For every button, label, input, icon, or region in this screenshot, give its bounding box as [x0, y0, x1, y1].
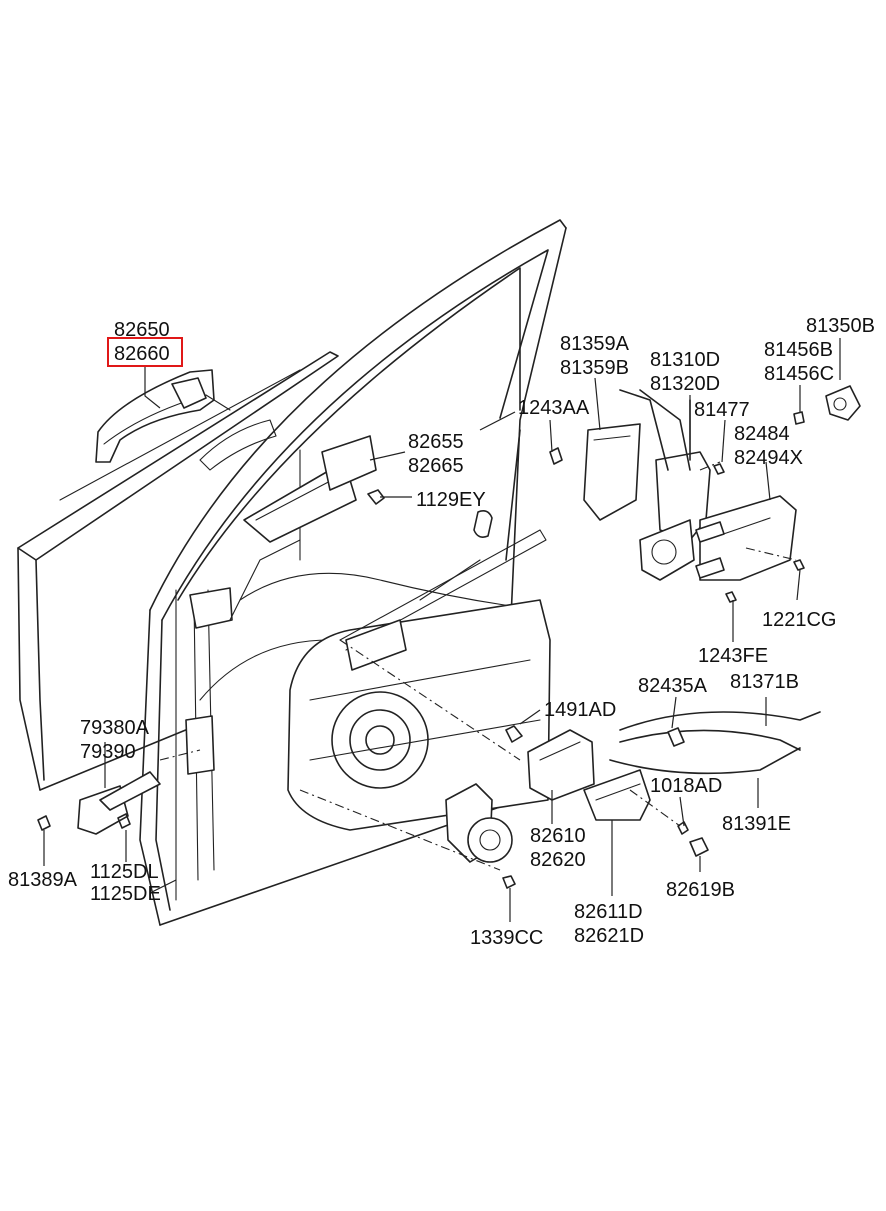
label-81359A[interactable]: 81359A — [560, 333, 630, 355]
label-81350B[interactable]: 81350B — [806, 315, 875, 337]
label-1491AD[interactable]: 1491AD — [544, 699, 616, 721]
label-82655[interactable]: 82655 — [408, 431, 464, 453]
label-1243FE[interactable]: 1243FE — [698, 645, 768, 667]
label-79390[interactable]: 79390 — [80, 741, 136, 763]
label-81389A[interactable]: 81389A — [8, 869, 78, 891]
part-labels: 82650 82660 82655 82665 1129EY 1243AA 81… — [8, 315, 875, 949]
label-1125DL[interactable]: 1125DL — [90, 861, 159, 883]
latch-cover — [549, 423, 641, 521]
label-82435A[interactable]: 82435A — [638, 675, 708, 697]
regulator-motor — [445, 783, 516, 889]
striker — [793, 385, 861, 425]
label-1243AA[interactable]: 1243AA — [518, 397, 590, 419]
door-frame — [17, 219, 567, 926]
label-81359B[interactable]: 81359B — [560, 357, 629, 379]
window-regulator — [287, 529, 551, 831]
label-82484[interactable]: 82484 — [734, 423, 790, 445]
door-checker — [37, 771, 161, 835]
label-82610[interactable]: 82610 — [530, 825, 586, 847]
lock-bracket — [695, 463, 805, 603]
label-82650[interactable]: 82650 — [114, 319, 170, 341]
cables — [609, 711, 821, 775]
label-1221CG[interactable]: 1221CG — [762, 609, 837, 631]
inside-handle — [505, 725, 709, 857]
handle-bracket — [199, 419, 385, 543]
label-82611D[interactable]: 82611D — [574, 901, 643, 923]
label-82619B[interactable]: 82619B — [666, 879, 735, 901]
label-1129EY[interactable]: 1129EY — [416, 489, 486, 511]
door-latch — [619, 389, 711, 581]
label-81391E[interactable]: 81391E — [722, 813, 791, 835]
label-79380A[interactable]: 79380A — [80, 717, 150, 739]
label-82494X[interactable]: 82494X — [734, 447, 803, 469]
label-81371B[interactable]: 81371B — [730, 671, 799, 693]
label-82620[interactable]: 82620 — [530, 849, 586, 871]
label-82665[interactable]: 82665 — [408, 455, 464, 477]
outside-handle — [95, 369, 231, 463]
label-1018AD[interactable]: 1018AD — [650, 775, 722, 797]
label-81477[interactable]: 81477 — [694, 399, 750, 421]
label-82621D[interactable]: 82621D — [574, 925, 644, 947]
label-81320D[interactable]: 81320D — [650, 373, 720, 395]
label-1125DE[interactable]: 1125DE — [90, 883, 161, 905]
highlight-box — [107, 337, 183, 367]
assembly-lines — [159, 461, 797, 871]
label-81310D[interactable]: 81310D — [650, 349, 720, 371]
label-81456C[interactable]: 81456C — [764, 363, 834, 385]
label-81456B[interactable]: 81456B — [764, 339, 833, 361]
leader-lines — [43, 338, 841, 922]
label-82660[interactable]: 82660 — [114, 343, 170, 365]
label-1339CC[interactable]: 1339CC — [470, 927, 543, 949]
